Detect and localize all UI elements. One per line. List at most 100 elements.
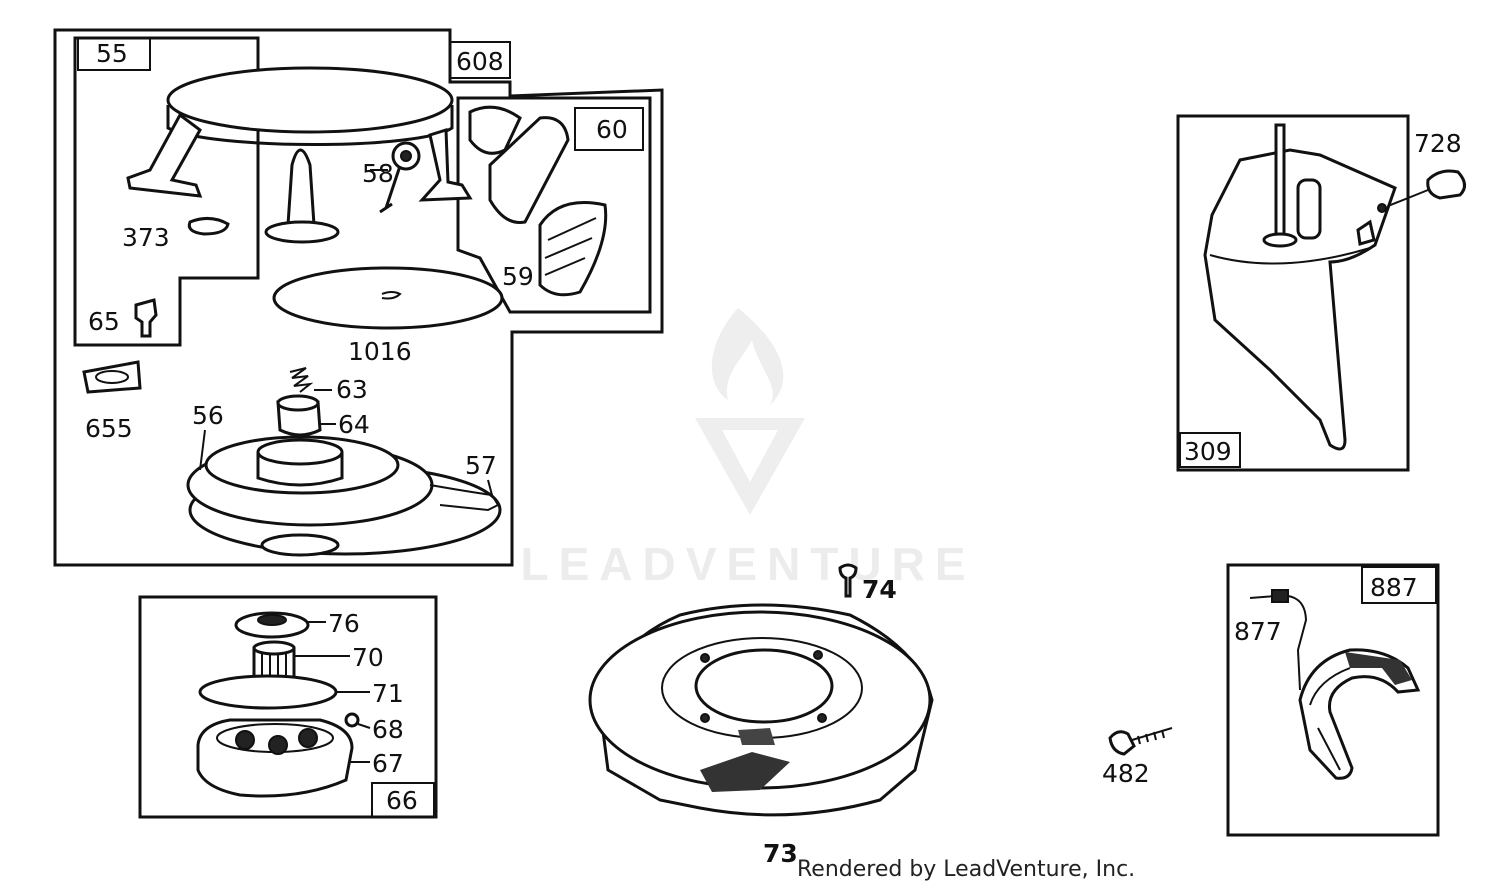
rotating-screen-group: 74 73: [588, 563, 934, 868]
screen-73-hole-1: [700, 653, 710, 663]
housing-309-shaft: [1274, 123, 1286, 247]
label-877: 877: [1234, 617, 1282, 646]
box-309-outline: [1176, 114, 1410, 472]
label-655: 655: [85, 414, 133, 443]
label-887: 887: [1370, 573, 1418, 602]
screen-73-hole-4: [817, 713, 827, 723]
grip-insert-59: [538, 201, 608, 297]
housing-leg-left: [126, 112, 203, 198]
ball-68: [344, 712, 360, 728]
label-73: 73: [763, 839, 798, 868]
retainer-64-top: [276, 394, 320, 412]
clip-728: [1426, 169, 1466, 200]
wire-877-terminal: [1271, 589, 1289, 603]
pulley-56-hub-top: [256, 438, 344, 466]
box-887-outline: [1226, 563, 1440, 837]
label-608: 608: [456, 47, 504, 76]
housing-leg-right: [418, 127, 473, 202]
screen-73-hole-3: [700, 713, 710, 723]
screw-58-center: [400, 150, 412, 162]
armature-group: 887 877 482: [1102, 563, 1440, 837]
grip-60-body: [488, 116, 570, 225]
label-482: 482: [1102, 759, 1150, 788]
housing-67-pocket-3: [298, 728, 318, 748]
housing-309-tab: [1356, 219, 1376, 246]
armature-887-lams: [1309, 667, 1351, 771]
label-373: 373: [122, 223, 170, 252]
label-65: 65: [88, 307, 120, 336]
label-67: 67: [372, 749, 404, 778]
watermark-v-icon: [695, 418, 805, 515]
label-66: 66: [386, 786, 418, 815]
spring-63: [289, 367, 314, 393]
screw-74: [838, 563, 858, 598]
starter-clutch-group: 76 70 71 68 67 66: [138, 595, 438, 819]
plate-71: [198, 674, 338, 710]
label-63: 63: [336, 375, 368, 404]
screen-73-mesh-upper: [738, 728, 775, 745]
housing-67-pocket-1: [235, 730, 255, 750]
housing-ring-top: [166, 66, 454, 134]
box-309-tag: [1179, 432, 1241, 468]
gear-70-teeth: [261, 650, 287, 684]
box-66-outline: [138, 595, 438, 819]
pulley-56-base: [260, 533, 340, 557]
cap-76-hole: [257, 614, 287, 626]
housing-309-body: [1203, 148, 1397, 451]
housing-67-pocket-2: [268, 735, 288, 755]
screen-73-mesh: [700, 752, 790, 792]
label-728: 728: [1414, 129, 1462, 158]
label-60: 60: [596, 115, 628, 144]
screw-482-head: [1108, 730, 1136, 756]
label-59: 59: [502, 262, 534, 291]
label-70: 70: [352, 643, 384, 672]
label-1016: 1016: [348, 337, 412, 366]
box-60-outline: [456, 96, 652, 314]
label-56: 56: [192, 401, 224, 430]
washer-655-hole: [95, 370, 129, 384]
leader-728: [1387, 189, 1429, 207]
watermark: LEADVENTURE: [520, 308, 966, 590]
rope-57: [429, 484, 500, 512]
box-608-tag: [449, 41, 511, 79]
screw-58-shaft: [379, 165, 402, 214]
leader-57: [487, 479, 493, 496]
label-309: 309: [1184, 437, 1232, 466]
screw-482-threads: [1137, 729, 1165, 745]
pulley-56-hub-side: [256, 452, 344, 487]
clip-373: [187, 217, 230, 236]
center-post: [286, 148, 316, 227]
screen-73-center-hole: [694, 648, 834, 724]
housing-309-edge: [1209, 247, 1371, 265]
gear-70-top: [252, 640, 296, 656]
armature-887-shade: [1345, 652, 1412, 685]
label-74: 74: [862, 575, 897, 604]
housing-309-hole: [1377, 203, 1387, 213]
credit-text: Rendered by LeadVenture, Inc.: [797, 857, 1135, 882]
box-60-tag: [574, 107, 644, 151]
housing-67: [196, 718, 354, 798]
label-58: 58: [362, 159, 394, 188]
box-887-tag: [1361, 566, 1437, 604]
screen-1016-center: [381, 291, 402, 300]
grip-insert-59-ribs: [544, 217, 597, 276]
leader-68: [357, 723, 371, 729]
armature-887-core: [1298, 648, 1421, 780]
box-55-tag: [77, 37, 151, 71]
label-68: 68: [372, 715, 404, 744]
label-64: 64: [338, 410, 370, 439]
housing-309-slot: [1296, 178, 1322, 240]
screw-65: [134, 298, 158, 338]
leader-56: [199, 429, 206, 471]
rewind-starter-group: 55 608 60 58 373 59 65 1016 655 63 64 56…: [53, 28, 664, 567]
label-55: 55: [96, 39, 128, 68]
center-post-base: [264, 220, 340, 244]
box-66-tag: [371, 782, 435, 818]
washer-655: [82, 360, 142, 394]
screen-73-hole-2: [813, 650, 823, 660]
blower-housing-group: 728 309: [1176, 114, 1466, 472]
label-76: 76: [328, 609, 360, 638]
watermark-flame-icon: [711, 308, 784, 405]
